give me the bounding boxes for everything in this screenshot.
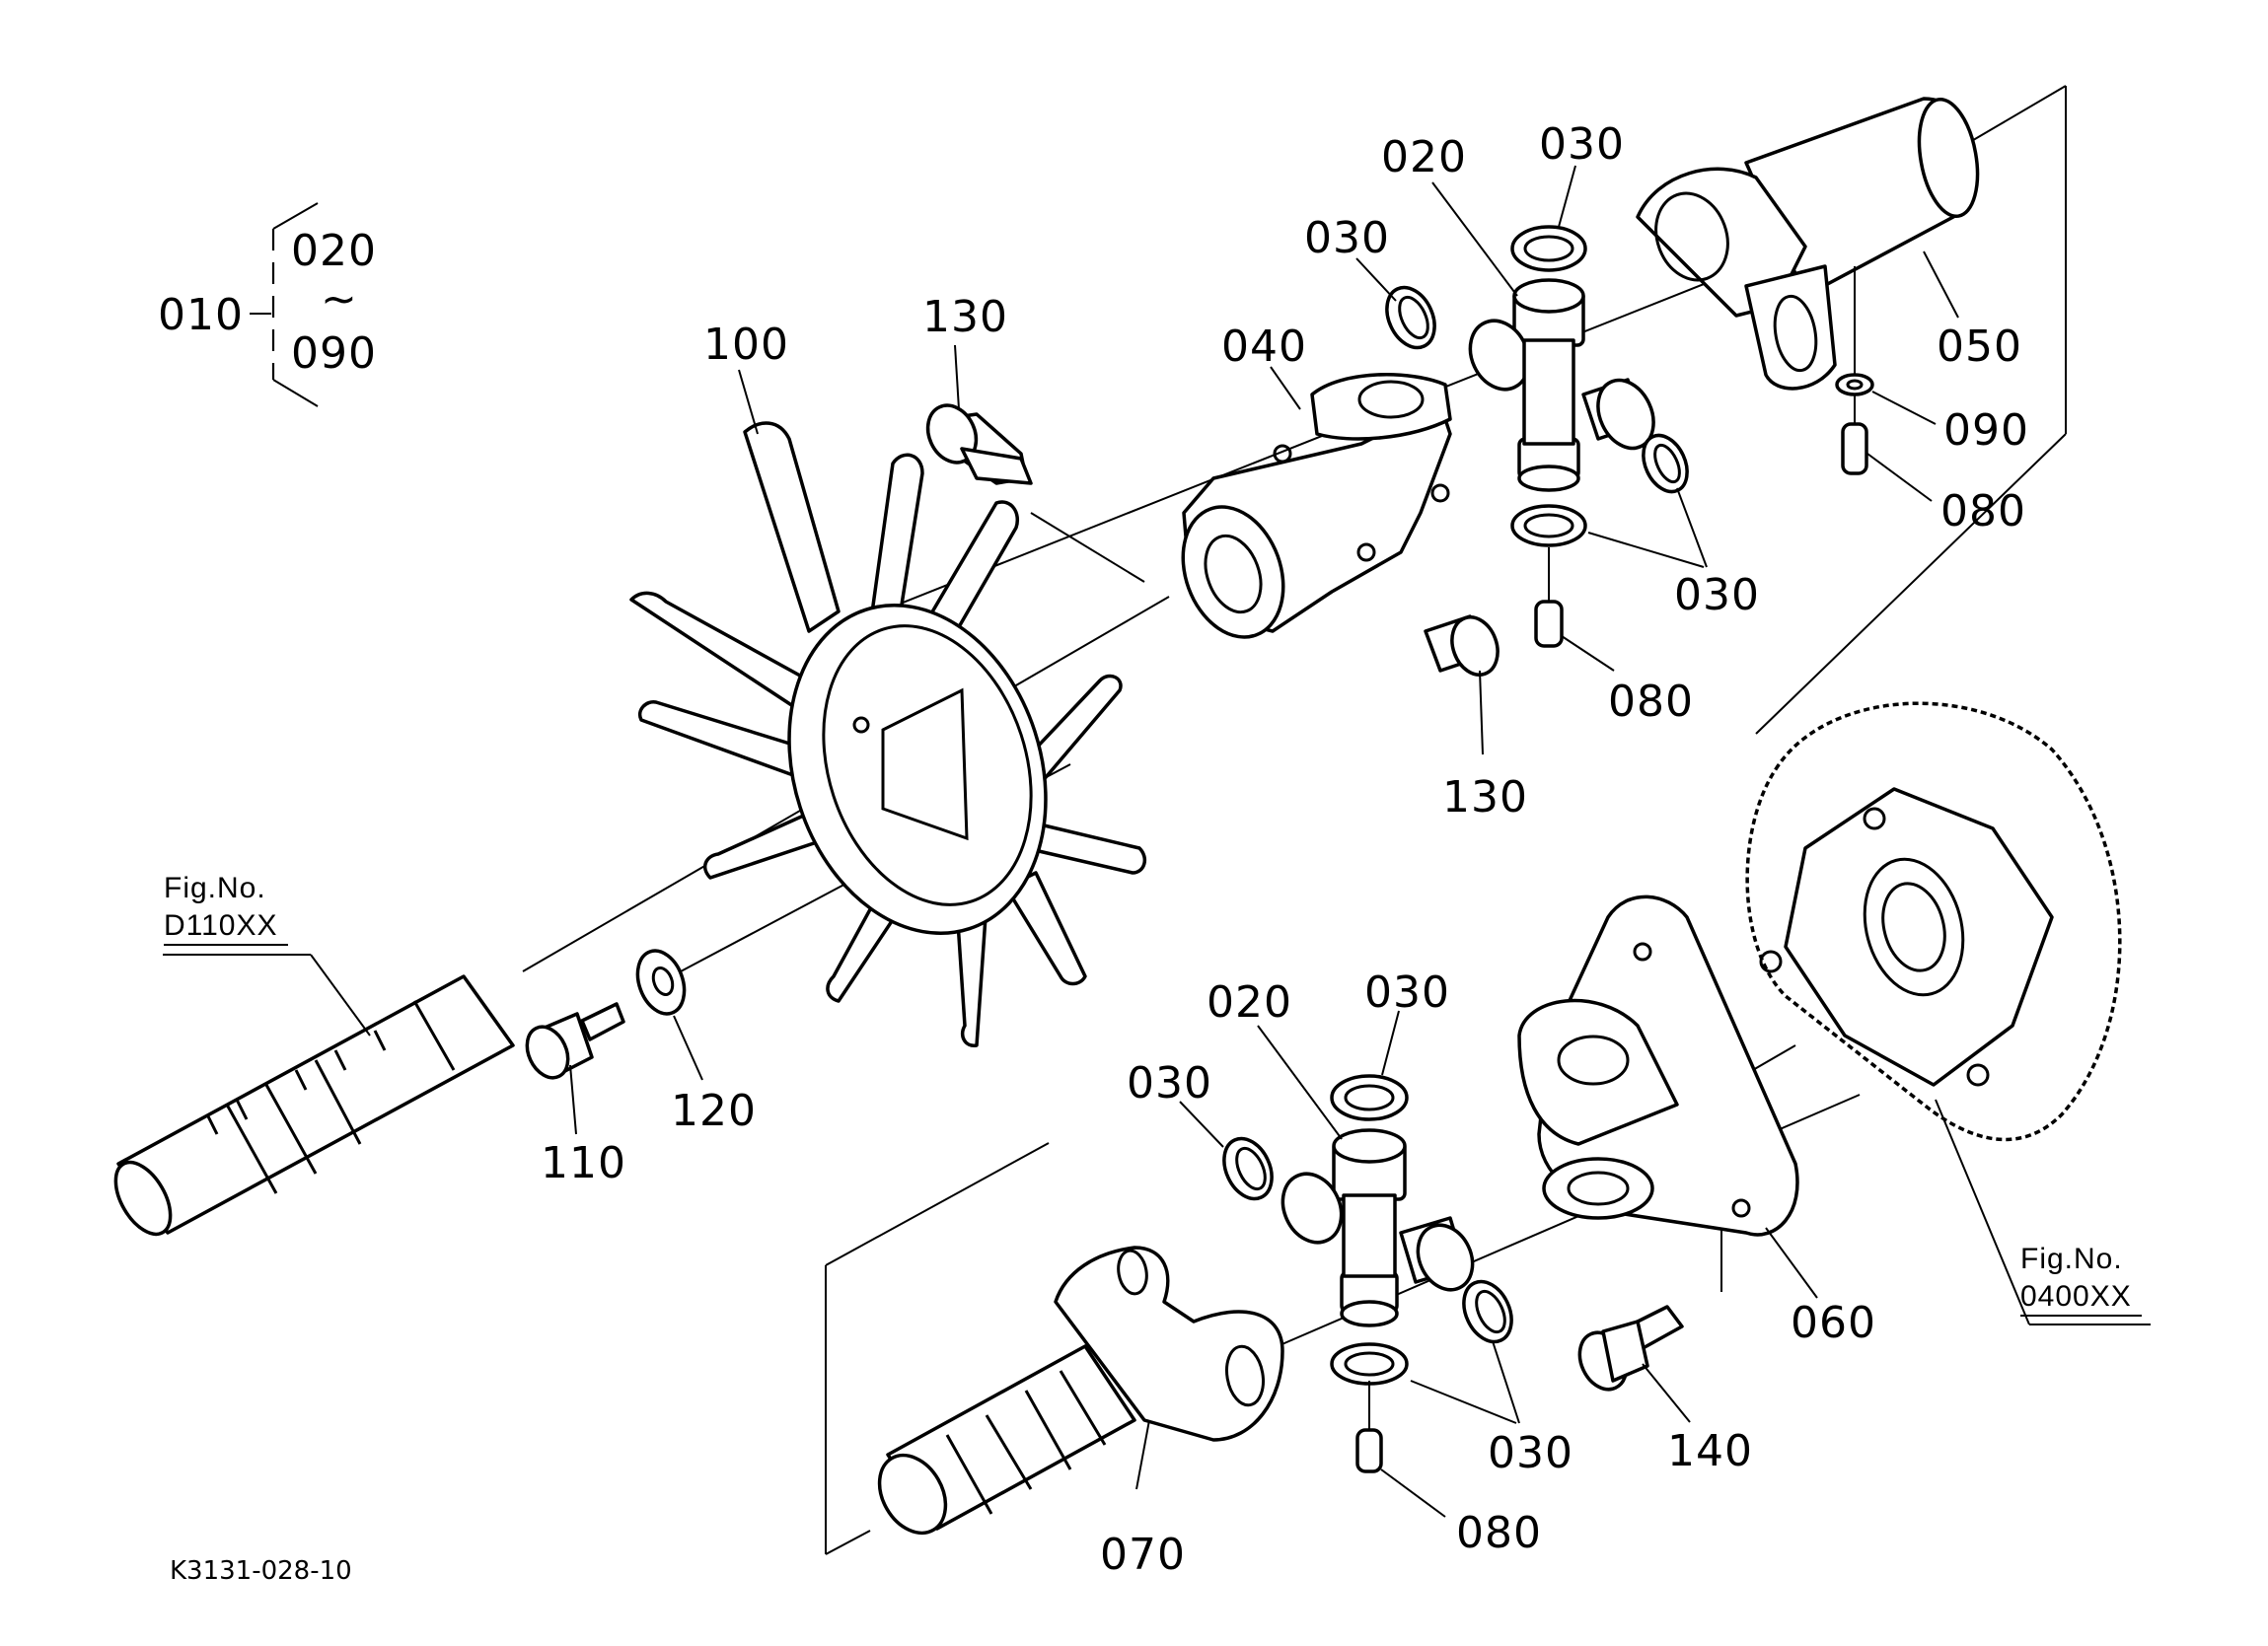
flange-yoke-040 [1181, 373, 1452, 639]
washer-090 [1835, 266, 1874, 396]
callout-140: 140 [1667, 1426, 1753, 1476]
callout-130-top: 130 [922, 292, 1008, 342]
flange-yoke-060 [1517, 895, 1799, 1237]
assembly-range-separator: ~ [321, 274, 358, 324]
input-shaft [113, 974, 515, 1237]
fan-100 [629, 421, 1147, 1047]
callout-030-bottom-b: 030 [1127, 1058, 1212, 1109]
figure-ref-code: D110XX [164, 907, 288, 946]
spline-yoke-070 [877, 1246, 1284, 1536]
figure-ref-0400xx: Fig.No. 0400XX [2020, 1241, 2142, 1317]
callout-120: 120 [671, 1086, 757, 1136]
snap-rings-030-bottom [1222, 1074, 1513, 1386]
flange-bolt-130-mid [1424, 614, 1500, 677]
spider-020-bottom [1280, 1128, 1475, 1327]
callout-030-bottom-c: 030 [1488, 1428, 1573, 1478]
lower-frame [825, 1142, 1050, 1555]
callout-110: 110 [541, 1138, 626, 1188]
assembly-bracket [250, 202, 319, 407]
assembly-group-parent-label: 010 [158, 290, 244, 340]
callout-080-bottom: 080 [1456, 1508, 1542, 1558]
bolt-140 [1577, 1305, 1684, 1392]
callout-020-bottom: 020 [1207, 977, 1292, 1028]
callout-100: 100 [703, 320, 789, 370]
callout-030-top-b: 030 [1539, 119, 1625, 170]
callout-080-top-right: 080 [1940, 486, 2026, 537]
flywheel-housing [1745, 701, 2122, 1142]
grease-nipple-080-bottom [1355, 1381, 1383, 1473]
callout-070: 070 [1100, 1530, 1186, 1580]
figure-ref-code: 0400XX [2020, 1278, 2142, 1317]
snap-rings-030-top [1385, 225, 1689, 547]
callout-080-top-mid: 080 [1608, 677, 1694, 727]
callout-030-bottom-a: 030 [1364, 967, 1450, 1018]
callout-030-top-a: 030 [1304, 213, 1390, 263]
callout-060: 060 [1791, 1298, 1876, 1348]
washer-120 [635, 949, 687, 1016]
grease-nipple-080-top-mid [1534, 547, 1564, 648]
callout-040: 040 [1221, 322, 1307, 372]
figure-ref-label: Fig.No. [164, 872, 266, 904]
callout-050: 050 [1937, 322, 2022, 372]
upper-frame [1755, 85, 2067, 735]
callout-030-top-c: 030 [1674, 570, 1760, 620]
spider-020-top [1468, 278, 1655, 492]
callout-020-top: 020 [1381, 132, 1467, 182]
figure-ref-label: Fig.No. [2020, 1243, 2123, 1275]
leader-lines [163, 165, 2151, 1518]
assembly-range-start-label: 020 [291, 226, 377, 276]
flange-bolt-130-top [925, 403, 1033, 485]
callout-130-mid: 130 [1442, 772, 1528, 823]
bolt-110 [525, 1002, 625, 1080]
callout-090: 090 [1943, 405, 2029, 456]
assembly-range-end-label: 090 [291, 328, 377, 379]
drawing-code: K3131-028-10 [170, 1556, 352, 1586]
figure-ref-d110xx: Fig.No. D110XX [164, 870, 288, 946]
sleeve-yoke-050 [1636, 97, 1980, 391]
grease-nipple-080-top-right [1841, 394, 1868, 475]
